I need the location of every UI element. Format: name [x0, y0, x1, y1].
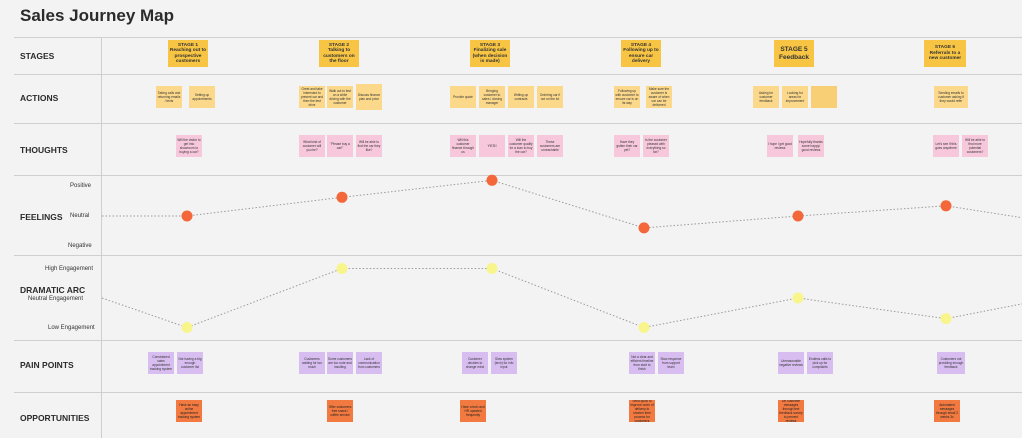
action-note[interactable]: Taking calls and returning emails / text…	[156, 86, 182, 108]
grid-line	[14, 123, 1022, 124]
feelings-point	[940, 200, 952, 212]
arc-point	[181, 322, 193, 333]
stage-note[interactable]: STAGE 2 Talking to customers on the floo…	[319, 40, 359, 67]
feelings-point	[638, 222, 650, 234]
feelings-line	[102, 179, 1022, 229]
thought-note[interactable]: These customers are unreachable	[537, 135, 563, 157]
thought-note[interactable]: Will this customer finance through us	[450, 135, 476, 157]
opportunity-note[interactable]: Offer customers free snack / coffee serv…	[327, 400, 353, 422]
arc-line	[101, 268, 1022, 329]
thought-note[interactable]: Will the customer qualify for a loan to …	[508, 135, 534, 157]
action-note[interactable]: Asking for customer feedback	[753, 86, 779, 108]
thought-note[interactable]: Will be able to find more potential cust…	[962, 135, 988, 157]
row-label-feelings: FEELINGS	[20, 212, 63, 222]
pain-point-note[interactable]: Customers waiting for too much	[299, 352, 325, 374]
feelings-point	[486, 174, 498, 186]
arc-point	[792, 292, 804, 304]
thought-note[interactable]: Let's see if this goes anywhere	[933, 135, 959, 157]
arc-point	[486, 263, 498, 274]
feelings-point	[792, 210, 804, 222]
action-note[interactable]	[811, 86, 837, 108]
arc-axis-neutral: Neutral Engagement	[28, 296, 84, 302]
arc-point	[638, 322, 650, 333]
action-note[interactable]: Walk out to test on a while driving with…	[327, 86, 353, 108]
row-label-dramatic-arc: DRAMATIC ARC	[20, 285, 86, 295]
action-note[interactable]: Greet and take interested to present car…	[299, 86, 325, 108]
feelings-point	[181, 210, 193, 222]
stage-note[interactable]: STAGE 1 Reaching out to prospective cust…	[168, 40, 208, 67]
thought-note[interactable]: Have they gotten their car yet?	[614, 135, 640, 157]
feelings-axis-neutral: Neutral	[70, 213, 90, 219]
thought-note[interactable]: Will the visitor to get into showroom to…	[176, 135, 202, 157]
row-label-divider	[101, 37, 102, 438]
pain-point-note[interactable]: Some customers are too rude and insultin…	[327, 352, 353, 374]
action-note[interactable]: Sending emails to customer asking if the…	[934, 86, 968, 108]
arc-axis-high: High Engagement	[45, 266, 94, 272]
opportunity-note[interactable]: Automated messages through email 2 weeks…	[934, 400, 960, 422]
pain-point-note[interactable]: Unreasonable negative reviews	[778, 352, 804, 374]
arc-point	[940, 313, 952, 325]
grid-line	[14, 392, 1022, 393]
thought-note[interactable]: Is the customer pleased with everything …	[643, 135, 669, 157]
thought-note[interactable]: YES!	[479, 135, 505, 157]
pain-point-note[interactable]: Constrained sales appointment tracking s…	[148, 352, 174, 374]
thought-note[interactable]: Will be able to find the car they like?	[356, 135, 382, 157]
thought-note[interactable]: I hope I get good reviews	[767, 135, 793, 157]
grid-line	[14, 175, 1022, 176]
row-label-thoughts: THOUGHTS	[20, 145, 68, 155]
page-title: Sales Journey Map	[20, 6, 175, 25]
action-note[interactable]: Make sure the customer is aware of when …	[646, 86, 672, 108]
action-note[interactable]: Setting up appointments	[189, 86, 215, 108]
pain-point-note[interactable]: Customers not providing enough feedback	[937, 352, 965, 374]
stage-note[interactable]: STAGE 5 Feedback	[774, 40, 814, 67]
stage-note[interactable]: STAGE 4 Following up to ensure car deliv…	[621, 40, 661, 67]
arc-axis-low: Low Engagement	[48, 325, 95, 331]
pain-point-note[interactable]: Customer decides to change mind	[462, 352, 488, 374]
feelings-axis-positive: Positive	[70, 183, 92, 189]
stage-note[interactable]: STAGE 6 Referrals to a new customer	[924, 40, 966, 67]
thought-note[interactable]: Hopefully thanks some happy/ good review…	[798, 135, 824, 157]
grid-line	[14, 74, 1022, 75]
pain-point-note[interactable]: Not a clear and efficient timeline from …	[629, 352, 655, 374]
action-note[interactable]: Provide quote	[450, 86, 476, 108]
opportunity-note[interactable]: Let customer messages through text feedb…	[778, 400, 804, 422]
pain-point-note[interactable]: Slow response from support team	[658, 352, 684, 374]
thought-note[interactable]: What kind of customer will you be?	[299, 135, 325, 157]
thought-note[interactable]: "Please buy a car!"	[327, 135, 353, 157]
stage-note[interactable]: STAGE 3 Finalizing sale (when decision i…	[470, 40, 510, 67]
row-label-stages: STAGES	[20, 51, 55, 61]
grid-line	[14, 37, 1022, 38]
action-note[interactable]: Discuss finance plan and price	[356, 84, 382, 110]
grid-line	[14, 340, 1022, 341]
action-note[interactable]: Looking for areas for improvement	[782, 86, 808, 108]
feelings-point	[336, 191, 348, 203]
feelings-axis-negative: Negative	[68, 243, 92, 249]
opportunity-note[interactable]: Have a tech and HR updated frequently	[460, 400, 486, 422]
action-note[interactable]: Writing up contracts	[508, 86, 534, 108]
row-label-actions: ACTIONS	[20, 93, 59, 103]
pain-point-note[interactable]: Slow system (tech) for info input	[491, 352, 517, 374]
pain-point-note[interactable]: Not having a big enough customer list	[177, 352, 203, 374]
pain-point-note[interactable]: Endless calls to pick up for complaints	[807, 352, 833, 374]
opportunity-note[interactable]: Send quick to improve order of delivery …	[629, 400, 655, 422]
row-label-pain-points: PAIN POINTS	[20, 360, 74, 370]
grid-line	[14, 255, 1022, 256]
action-note[interactable]: Ordering car if not on the lot	[537, 86, 563, 108]
action-note[interactable]: Following up with customer to ensure car…	[614, 86, 640, 108]
opportunity-note[interactable]: Have an easy online appointment tracking…	[176, 400, 202, 422]
pain-point-note[interactable]: Lack of communication from customers	[356, 352, 382, 374]
arc-point	[336, 263, 348, 274]
row-label-opportunities: OPPORTUNITIES	[20, 413, 90, 423]
action-note[interactable]: Bringing customer to sales / closing man…	[479, 86, 505, 108]
